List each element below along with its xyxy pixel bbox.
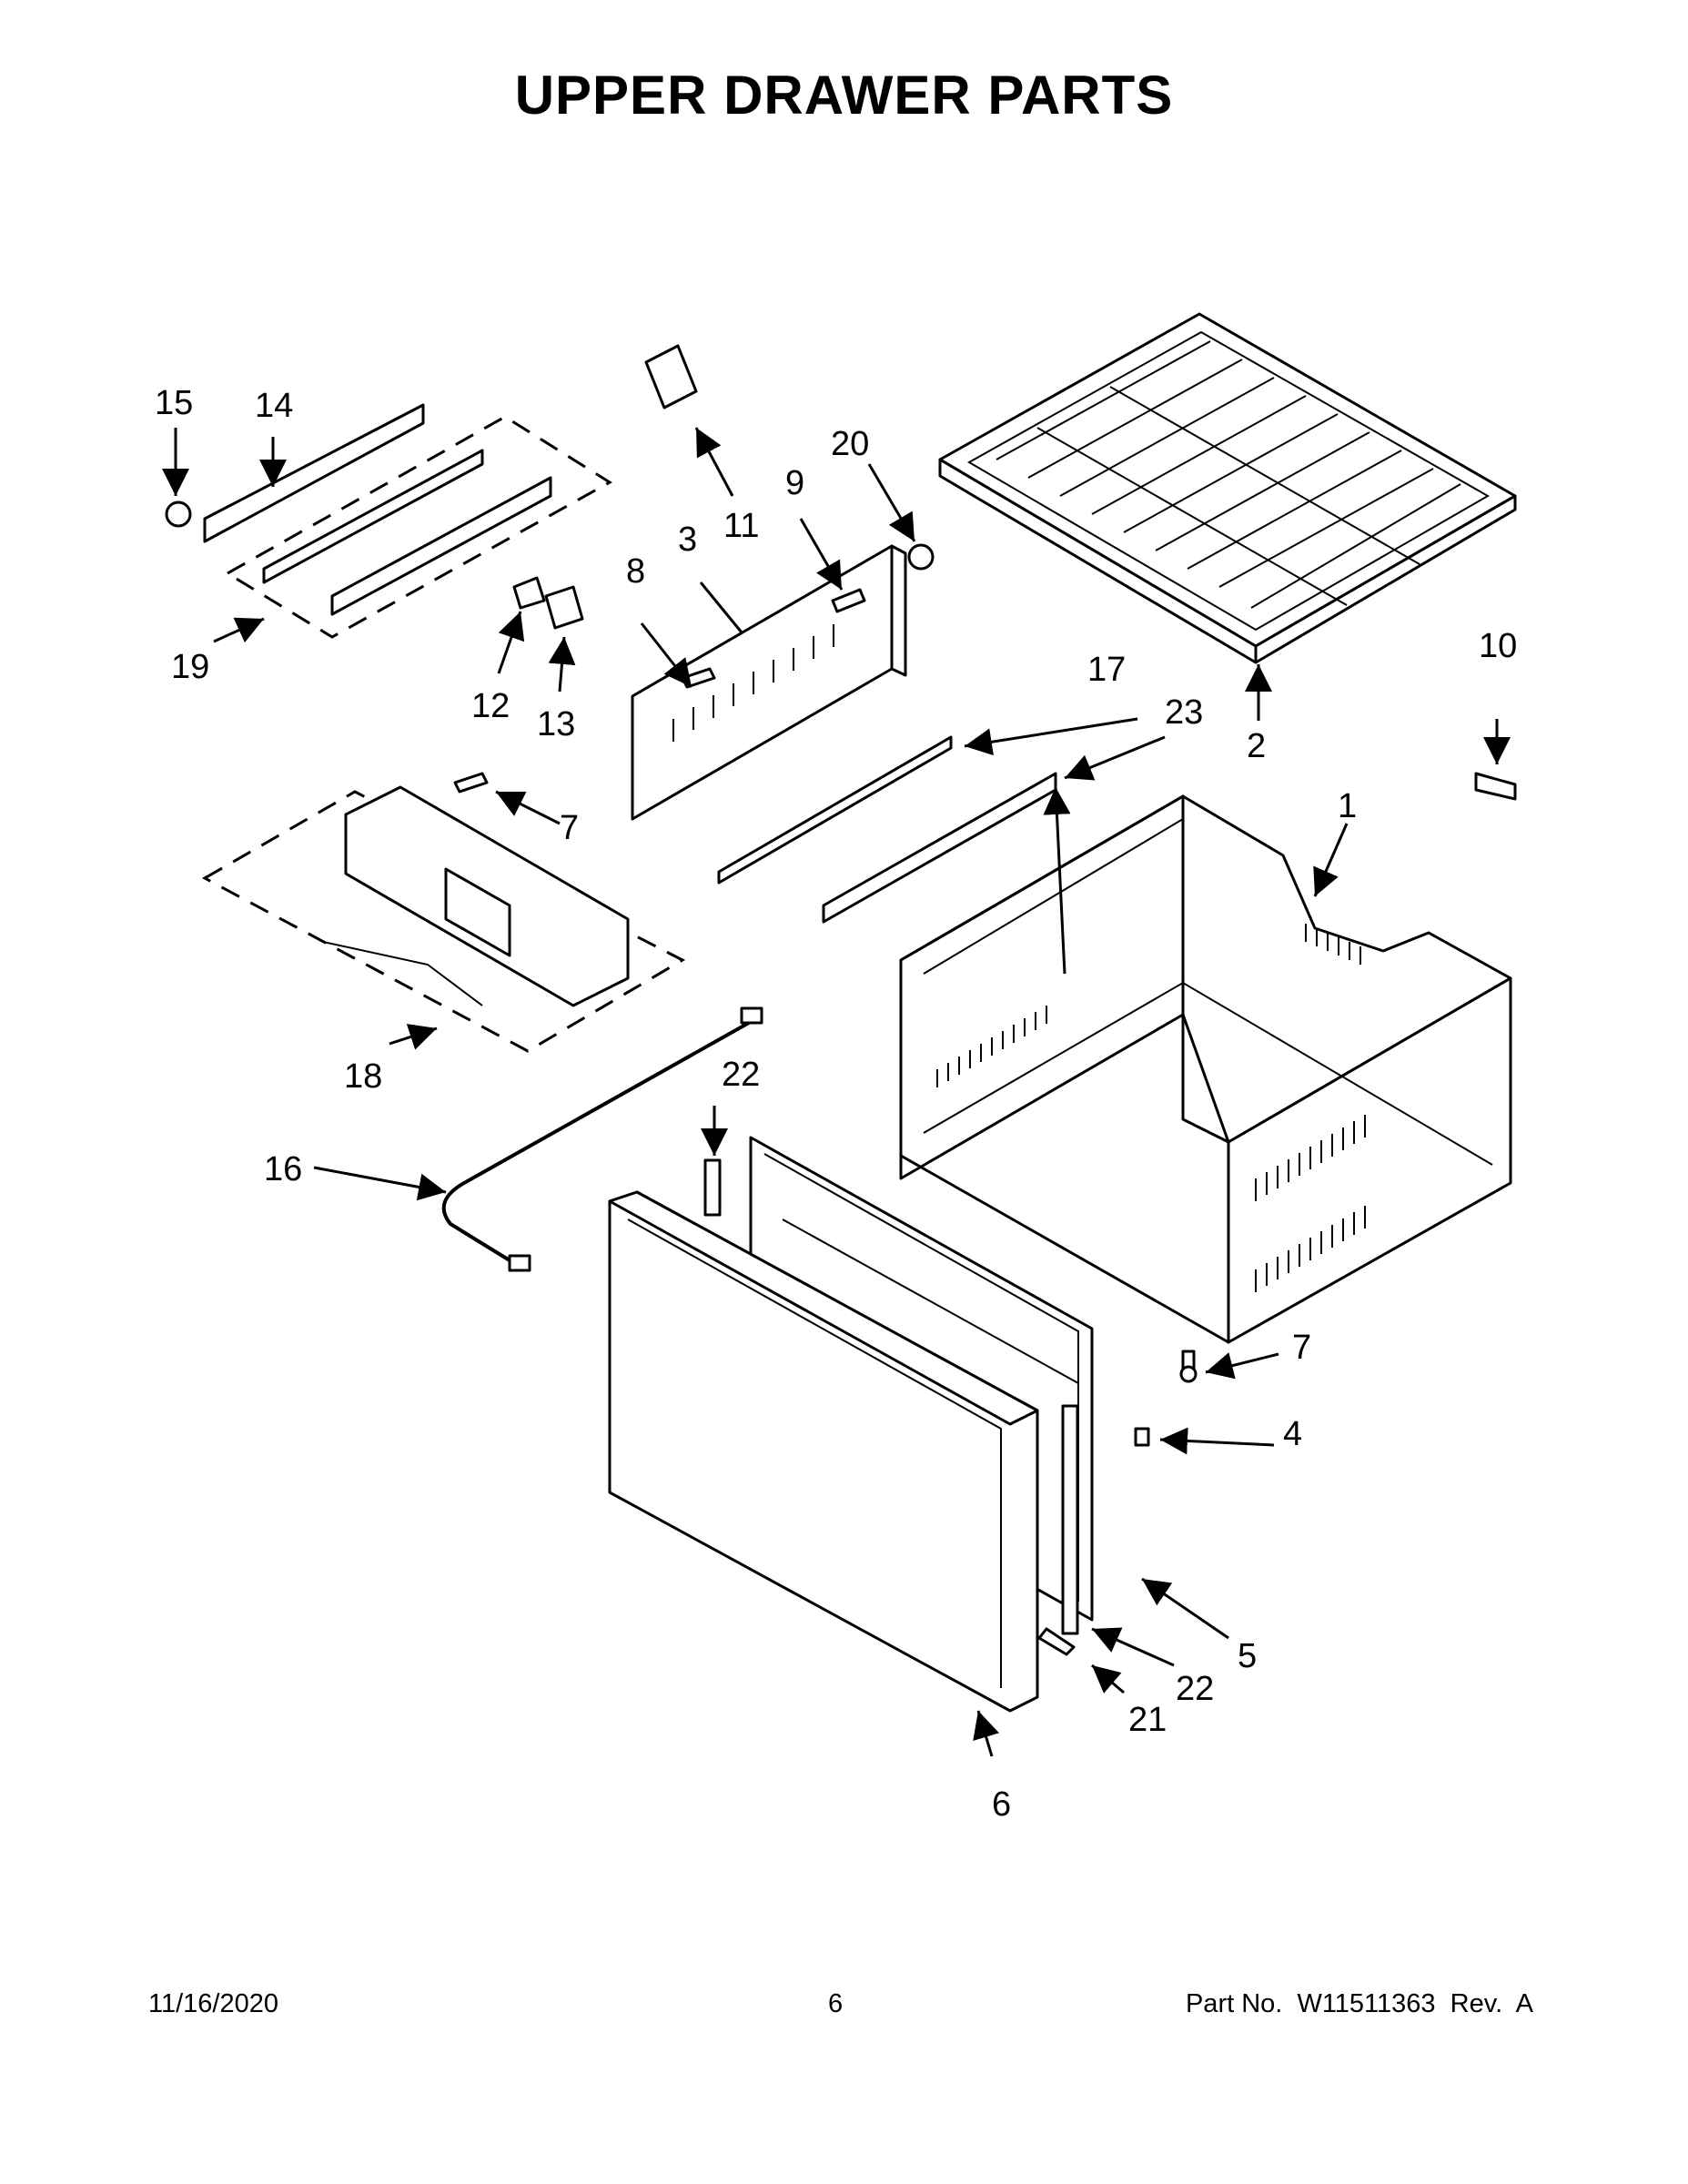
callout-9: 9	[785, 464, 804, 502]
drawer-front	[608, 1190, 1039, 1713]
callout-10: 10	[1479, 627, 1517, 665]
callout-23: 23	[1165, 693, 1203, 732]
wire-harness	[441, 1006, 763, 1272]
rail-assembly	[203, 403, 612, 639]
callout-18: 18	[344, 1057, 382, 1096]
control-housing	[201, 785, 686, 1053]
callout-12: 12	[471, 687, 510, 725]
rear-panel	[631, 544, 907, 821]
callout-6: 6	[992, 1785, 1011, 1824]
gasket-strip-22b	[1061, 1404, 1079, 1635]
end-cap-21	[1037, 1627, 1076, 1656]
callout-13: 13	[537, 705, 575, 743]
callout-2: 2	[1247, 727, 1266, 765]
callout-19: 19	[171, 648, 209, 686]
callout-1: 1	[1338, 787, 1357, 825]
page-title: UPPER DRAWER PARTS	[514, 65, 1174, 126]
screw-7a	[453, 772, 489, 794]
callout-5: 5	[1238, 1637, 1257, 1675]
callout-7a: 7	[560, 809, 579, 847]
callout-4: 4	[1283, 1415, 1302, 1453]
drawer-box	[899, 794, 1512, 1344]
callout-17: 17	[1087, 651, 1126, 689]
callout-11: 11	[723, 507, 759, 545]
clip-10	[1474, 772, 1517, 801]
callout-22b: 22	[1176, 1670, 1214, 1708]
callout-labels: 1 2 3 4 5 6 7 7 8 9 10 11 12 13 14 15 16…	[155, 384, 1517, 1824]
callout-8: 8	[626, 552, 645, 591]
callout-15: 15	[155, 384, 193, 422]
screw-9	[831, 588, 866, 613]
switch-13	[544, 585, 584, 630]
callout-7b: 7	[1292, 1329, 1311, 1367]
leader-arrows	[162, 427, 1511, 1757]
shelf-grille	[938, 312, 1517, 664]
strip-17	[717, 735, 953, 885]
callout-16: 16	[264, 1150, 302, 1188]
switch-12	[512, 576, 546, 610]
clip-4	[1134, 1427, 1150, 1447]
callout-14: 14	[255, 387, 293, 425]
bracket-11	[644, 344, 698, 410]
knob-20	[907, 543, 935, 571]
callout-21: 21	[1128, 1701, 1167, 1739]
callout-22a: 22	[722, 1056, 760, 1094]
callout-20: 20	[831, 425, 869, 463]
callout-3: 3	[678, 521, 697, 559]
cap-15	[165, 500, 192, 528]
footer-part-number: Part No. W11511363 Rev. A	[1185, 1989, 1533, 2018]
gasket-strip-22a	[703, 1158, 722, 1217]
footer-page-number: 6	[828, 1989, 844, 2018]
screw-7b	[1179, 1350, 1198, 1383]
footer-date: 11/16/2020	[148, 1989, 278, 2018]
